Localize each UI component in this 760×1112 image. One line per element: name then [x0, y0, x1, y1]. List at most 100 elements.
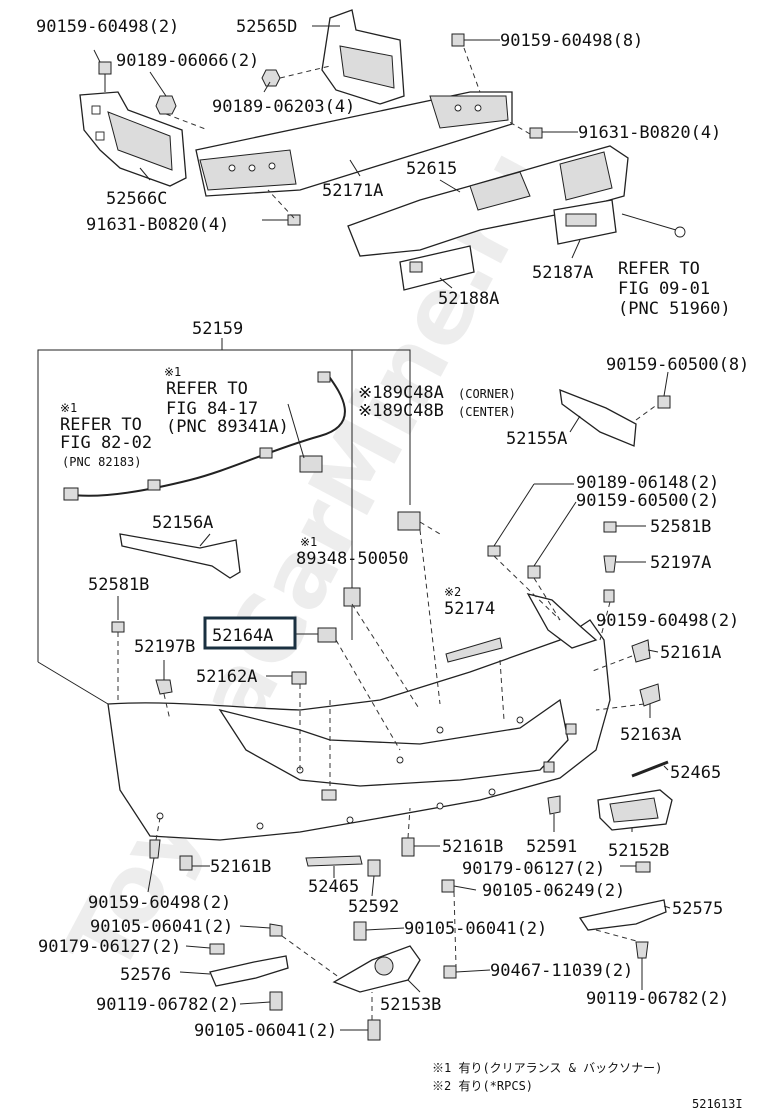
label-89c48a-note: (CORNER)	[458, 387, 516, 401]
label-refer-84-17-line1: REFER TO	[166, 379, 248, 399]
highlight-box-52164a	[203, 616, 297, 650]
label-90159-60498-right[interactable]: 90159-60498(2)	[596, 611, 739, 631]
bolt-icon	[262, 214, 301, 226]
label-52187a[interactable]: 52187A	[532, 263, 593, 283]
label-89c48b-note: (CENTER)	[458, 405, 516, 419]
label-91631-b0820-right[interactable]: 91631-B0820(4)	[578, 123, 721, 143]
nut-icon	[155, 95, 177, 115]
strip-52465-right	[631, 760, 669, 778]
label-90179-06127-right[interactable]: 90179-06127(2)	[462, 859, 605, 879]
label-89348-50050[interactable]: 89348-50050	[296, 549, 409, 569]
label-52197a[interactable]: 52197A	[650, 553, 711, 573]
label-52566c[interactable]: 52566C	[106, 189, 167, 209]
label-90189-06066[interactable]: 90189-06066(2)	[116, 51, 259, 71]
label-52615[interactable]: 52615	[406, 159, 457, 179]
label-52591[interactable]: 52591	[526, 837, 577, 857]
label-90467-11039[interactable]: 90467-11039(2)	[490, 961, 633, 981]
label-90159-60498-8[interactable]: 90159-60498(8)	[500, 31, 643, 51]
note-star1-a: ※1	[164, 365, 181, 379]
nut-icon	[261, 69, 281, 87]
leader-lines	[93, 25, 671, 1031]
retainer-52187a-drawing	[553, 199, 617, 245]
bracket-52156a-drawing	[119, 533, 241, 579]
label-52152b[interactable]: 52152B	[608, 841, 669, 861]
label-refer-09-01-line1: REFER TO	[618, 259, 700, 279]
label-90105-06041-bottom[interactable]: 90105-06041(2)	[194, 1021, 337, 1041]
label-90105-06041-center[interactable]: 90105-06041(2)	[404, 919, 547, 939]
label-52465-right[interactable]: 52465	[670, 763, 721, 783]
label-90189-06203[interactable]: 90189-06203(4)	[212, 97, 355, 117]
retainer-52592-icon	[367, 859, 381, 877]
label-52576[interactable]: 52576	[120, 965, 171, 985]
label-52161a[interactable]: 52161A	[660, 643, 721, 663]
label-52575[interactable]: 52575	[672, 899, 723, 919]
label-refer-82-02-line1: REFER TO	[60, 415, 142, 435]
label-90159-60500-2[interactable]: 90159-60500(2)	[576, 491, 719, 511]
cover-52164a-icon	[317, 627, 337, 643]
label-52581b-right[interactable]: 52581B	[650, 517, 711, 537]
label-52161b-left[interactable]: 52161B	[210, 857, 271, 877]
sensor-retainer-icon	[343, 587, 361, 607]
strip-52465-lower	[305, 855, 363, 867]
label-refer-82-02-line2[interactable]: FIG 82-02	[60, 433, 152, 453]
label-52155a[interactable]: 52155A	[506, 429, 567, 449]
label-90105-06041-left[interactable]: 90105-06041(2)	[90, 917, 233, 937]
label-90159-60500-8[interactable]: 90159-60500(8)	[606, 355, 749, 375]
label-52162a[interactable]: 52162A	[196, 667, 257, 687]
note-star1-b: ※1	[60, 401, 77, 415]
clip-icon	[111, 621, 173, 695]
label-refer-09-01-line2: FIG 09-01	[618, 279, 710, 299]
label-refer-82-02-line3: (PNC 82183)	[62, 455, 141, 469]
label-90179-06127-left[interactable]: 90179-06127(2)	[38, 937, 181, 957]
label-89c48a[interactable]: ※189C48A	[358, 383, 444, 403]
retainer-52188a-drawing	[399, 245, 475, 291]
label-52156a[interactable]: 52156A	[152, 513, 213, 533]
label-52188a[interactable]: 52188A	[438, 289, 499, 309]
label-52153b[interactable]: 52153B	[380, 995, 441, 1015]
label-52465-lower[interactable]: 52465	[308, 877, 359, 897]
label-90189-06148[interactable]: 90189-06148(2)	[576, 473, 719, 493]
label-90119-06782-right[interactable]: 90119-06782(2)	[586, 989, 729, 1009]
bracket-52576-drawing	[209, 923, 381, 1041]
label-52163a[interactable]: 52163A	[620, 725, 681, 745]
label-52174[interactable]: 52174	[444, 599, 495, 619]
label-refer-84-17-line3[interactable]: (PNC 89341A)	[166, 417, 289, 437]
wire-harness-drawing	[63, 371, 346, 501]
cover-52162a-icon	[291, 671, 307, 685]
bolt-icon	[353, 921, 367, 941]
label-refer-09-01-line3[interactable]: (PNC 51960)	[618, 299, 731, 319]
note-star2: ※2	[444, 585, 461, 599]
label-52161b-center[interactable]: 52161B	[442, 837, 503, 857]
cover-52163a-icon	[639, 683, 661, 707]
label-91631-b0820-left[interactable]: 91631-B0820(4)	[86, 215, 229, 235]
bolt-icon	[529, 127, 578, 139]
cover-52161a-icon	[631, 639, 651, 663]
label-52592[interactable]: 52592	[348, 897, 399, 917]
label-52581b-left[interactable]: 52581B	[88, 575, 149, 595]
bracket-52155a-drawing	[559, 388, 671, 447]
footnote-2: ※2 有り(*RPCS)	[432, 1079, 533, 1093]
tow-eye-icon	[621, 213, 686, 238]
nut-icon	[443, 965, 457, 979]
assembly-lines	[117, 47, 645, 1020]
bracket-52565d-drawing	[321, 9, 405, 105]
label-90159-60498-bottom-left[interactable]: 90159-60498(2)	[88, 893, 231, 913]
label-90105-06249[interactable]: 90105-06249(2)	[482, 881, 625, 901]
label-52197b[interactable]: 52197B	[134, 637, 195, 657]
label-52164a[interactable]: 52164A	[212, 626, 273, 646]
label-90159-60498-top[interactable]: 90159-60498(2)	[36, 17, 179, 37]
label-52159[interactable]: 52159	[192, 319, 243, 339]
sensor-icon	[397, 511, 441, 535]
label-89c48b[interactable]: ※189C48B	[358, 401, 444, 421]
label-52565d[interactable]: 52565D	[236, 17, 297, 37]
bracket-52575-drawing	[441, 861, 667, 959]
footnote-1: ※1 有り(クリアランス & バックソナー)	[432, 1061, 662, 1075]
assembly-52159-outline	[37, 349, 411, 662]
part-labels: 90159-60498(2) 52565D 90189-06066(2) 901…	[36, 17, 749, 1111]
label-52171a[interactable]: 52171A	[322, 181, 383, 201]
label-90119-06782-left[interactable]: 90119-06782(2)	[96, 995, 239, 1015]
clip-icon	[487, 521, 617, 603]
bolt-icon	[98, 61, 112, 92]
bracket-52566c-drawing	[79, 91, 187, 187]
